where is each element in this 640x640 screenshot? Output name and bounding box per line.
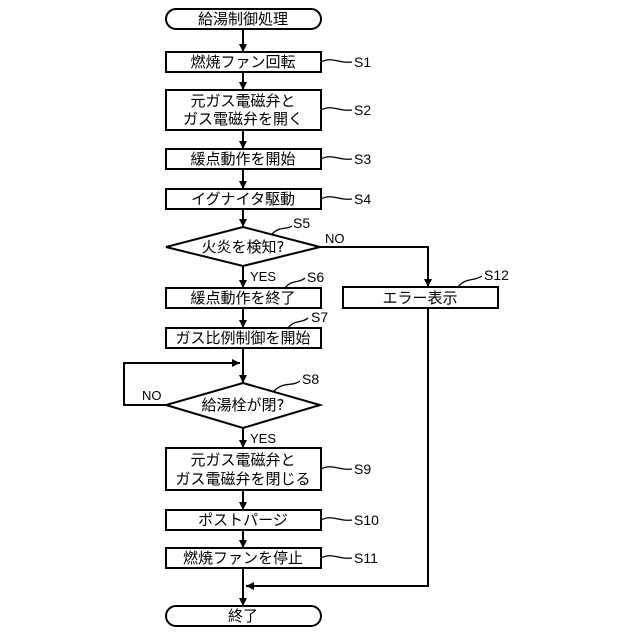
decision-s8-yes-label: YES (250, 431, 276, 446)
decision-s8-leader (274, 381, 300, 391)
end-label: 終了 (228, 607, 258, 625)
step-s12-leader (458, 276, 482, 287)
step-s9-text-line2: ガス電磁弁を閉じる (175, 470, 310, 488)
step-s12: エラー表示 S12 (343, 267, 509, 308)
step-s9-text-line1: 元ガス電磁弁と (190, 451, 295, 469)
step-s7-id: S7 (311, 309, 328, 325)
step-s9: 元ガス電磁弁と ガス電磁弁を閉じる S9 (166, 448, 371, 490)
step-s2-leader (321, 108, 352, 111)
step-s9-leader (321, 467, 352, 470)
step-s4-id: S4 (354, 191, 371, 207)
step-s7: ガス比例制御を開始 S7 (166, 309, 328, 348)
step-s4-text: イグナイタ駆動 (191, 190, 295, 208)
step-s9-id: S9 (354, 461, 371, 477)
decision-s5-leader (272, 226, 292, 234)
decision-s5-text: 火炎を検知? (202, 238, 285, 256)
step-s3-text: 緩点動作を開始 (190, 150, 295, 168)
start-label: 給湯制御処理 (198, 10, 288, 28)
step-s4: イグナイタ駆動 S4 (166, 189, 371, 209)
step-s6: 緩点動作を終了 S6 (166, 269, 324, 308)
step-s1-leader (321, 60, 352, 63)
step-s2: 元ガス電磁弁と ガス電磁弁を開く S2 (166, 90, 371, 130)
step-s10-text: ポストパージ (198, 511, 288, 529)
step-s6-leader (285, 278, 305, 288)
decision-s8-no-label: NO (142, 388, 162, 403)
step-s2-id: S2 (354, 102, 371, 118)
decision-s5-id: S5 (293, 215, 310, 231)
step-s1-text: 燃焼ファン回転 (190, 53, 295, 71)
step-s11-leader (321, 556, 352, 559)
step-s10: ポストパージ S10 (166, 510, 379, 530)
step-s6-text: 緩点動作を終了 (190, 289, 295, 307)
step-s7-text: ガス比例制御を開始 (175, 329, 310, 347)
step-s11: 燃焼ファンを停止 S11 (166, 548, 378, 568)
arrow-s5-to-s12 (320, 247, 428, 287)
step-s11-text: 燃焼ファンを停止 (183, 549, 303, 567)
decision-s8-text: 給湯栓が閉? (202, 396, 285, 414)
decision-s8: 給湯栓が閉? S8 NO YES (142, 371, 320, 446)
step-s1: 燃焼ファン回転 S1 (166, 52, 371, 72)
step-s10-leader (321, 518, 352, 521)
step-s11-id: S11 (354, 550, 378, 566)
step-s3-leader (321, 157, 352, 160)
step-s7-leader (288, 318, 308, 328)
step-s10-id: S10 (354, 512, 379, 528)
step-s2-text-line2: ガス電磁弁を開く (183, 110, 303, 128)
step-s3: 緩点動作を開始 S3 (166, 149, 371, 169)
step-s3-id: S3 (354, 151, 371, 167)
step-s1-id: S1 (354, 54, 371, 70)
step-s6-id: S6 (307, 269, 324, 285)
end-terminal: 終了 (166, 606, 321, 626)
decision-s5-no-label: NO (325, 231, 345, 246)
decision-s8-id: S8 (302, 371, 319, 387)
decision-s5-yes-label: YES (250, 269, 276, 284)
step-s12-id: S12 (484, 267, 509, 283)
step-s2-text-line1: 元ガス電磁弁と (190, 92, 295, 110)
step-s4-leader (321, 197, 352, 200)
start-terminal: 給湯制御処理 (166, 9, 321, 29)
step-s12-text: エラー表示 (382, 289, 457, 307)
